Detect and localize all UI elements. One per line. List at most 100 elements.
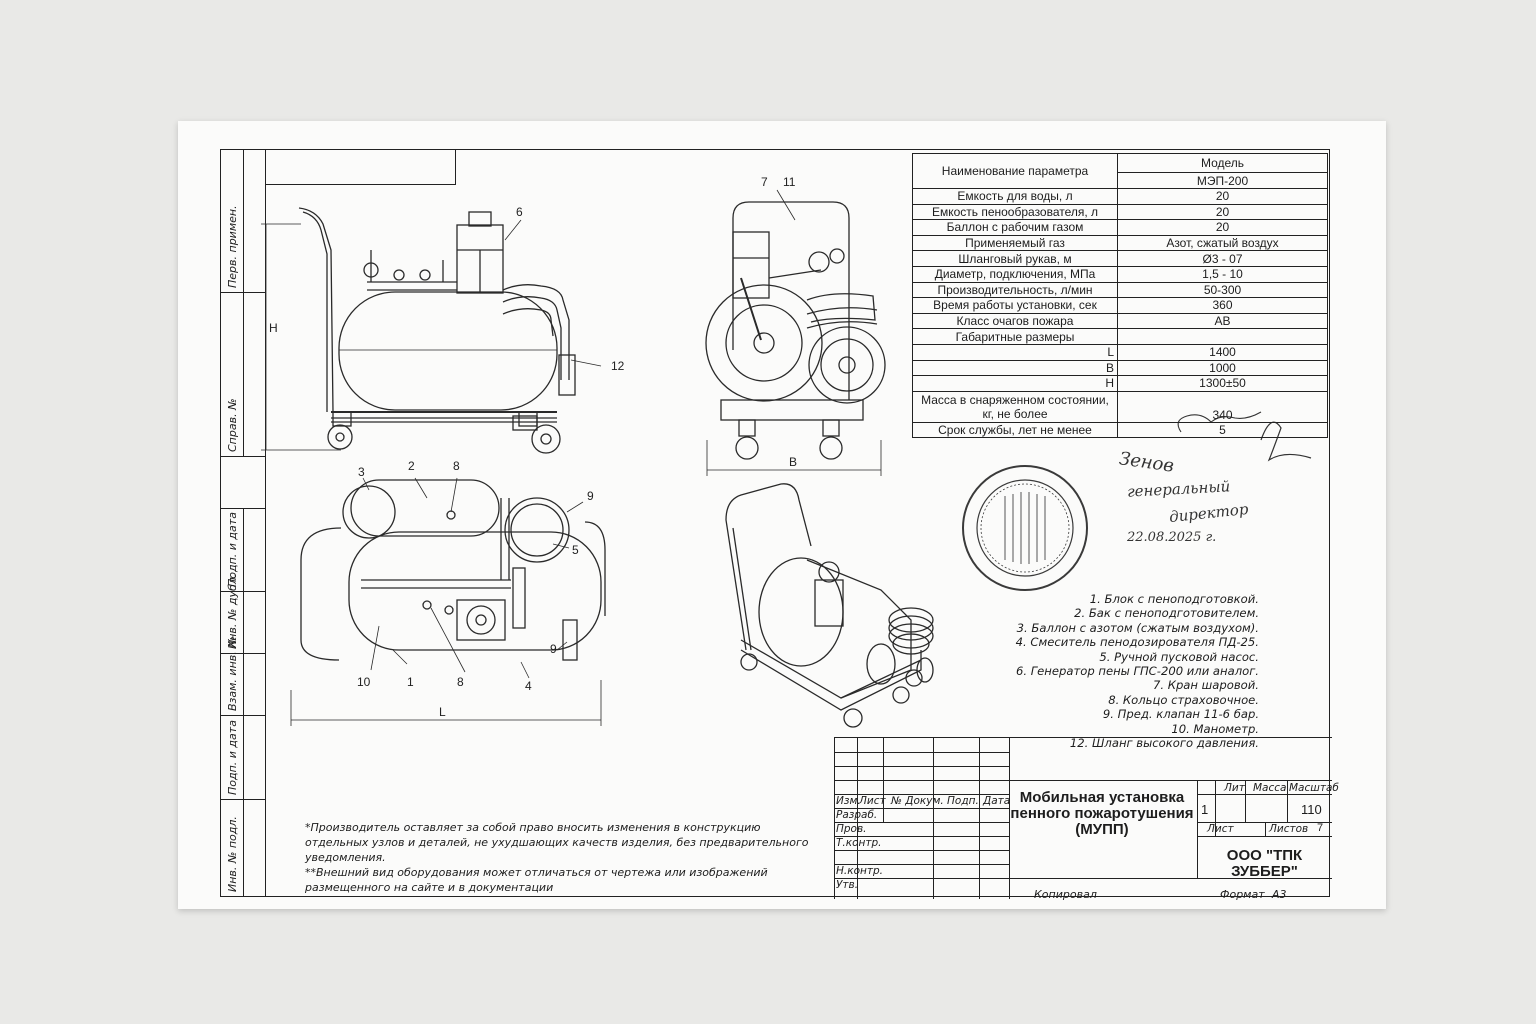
- spec-row-name: Класс очагов пожара: [912, 312, 1118, 330]
- note-2: **Внешний вид оборудования может отличат…: [305, 866, 768, 894]
- callout-number: 9: [550, 642, 557, 656]
- spec-row-name: Баллон с рабочим газом: [912, 219, 1118, 236]
- spec-row-value: 360: [1117, 297, 1328, 314]
- callout-number: 2: [408, 459, 415, 473]
- spec-mass-name: Масса в снаряженном состоянии, кг, не бо…: [912, 390, 1118, 423]
- spec-row-value: 20: [1117, 219, 1328, 236]
- callout-number: 5: [572, 543, 579, 557]
- format-value: А3: [1272, 888, 1287, 901]
- spec-row-value: 50-300: [1117, 281, 1328, 299]
- tb-lit-label: Лит: [1224, 782, 1245, 794]
- tb-mass-label: Масса: [1253, 782, 1287, 794]
- spec-row-value: 20: [1117, 188, 1328, 205]
- spec-row-name: Диаметр, подключения, МПа: [912, 265, 1118, 283]
- callout-number: 1: [407, 675, 414, 689]
- tb-role-label: Разраб.: [836, 809, 878, 821]
- technical-drawings: 6 12 H 7 11 B 3 2 8 9 5 9 4 10 1 8 L: [261, 175, 1312, 728]
- callout-number: 12: [611, 359, 625, 373]
- spec-row-name: Емкость для воды, л: [912, 188, 1118, 205]
- list-item: 1. Блок с пеноподготовкой.: [1089, 592, 1259, 606]
- spec-row-value: 1300±50: [1117, 375, 1328, 392]
- spec-row-name: Время работы установки, сек: [912, 297, 1118, 314]
- spec-dim-name: B: [912, 359, 1118, 377]
- tb-role-label: Т.контр.: [836, 837, 882, 849]
- drawing-frame: Перв. примен. Справ. № Подп. и дата Инв.…: [220, 149, 1339, 899]
- parts-list: 1. Блок с пеноподготовкой. 2. Бак с пено…: [1016, 592, 1259, 750]
- spec-service-value: 5: [1117, 421, 1328, 439]
- notes: *Производитель оставляет за собой право …: [305, 820, 825, 895]
- tb-col-label: Изм.: [836, 795, 861, 807]
- note-1: *Производитель оставляет за собой право …: [305, 821, 809, 864]
- spec-row-value: АВ: [1117, 312, 1328, 330]
- spec-row-name: Емкость пенообразователя, л: [912, 203, 1118, 221]
- list-item: 7. Кран шаровой.: [1152, 678, 1259, 693]
- callout-number: 10: [357, 675, 371, 689]
- spec-col1-header: Наименование параметра: [912, 153, 1118, 189]
- tb-scale-label: Масштаб: [1289, 782, 1339, 794]
- format-label: Формат: [1220, 888, 1265, 901]
- callout-number: 4: [525, 679, 532, 693]
- drawing-sheet: Перв. примен. Справ. № Подп. и дата Инв.…: [178, 121, 1386, 909]
- top-left-box: [265, 150, 456, 185]
- title-block: Изм. Лист № Докум. Подп. Дата Разраб. Пр…: [834, 737, 1339, 899]
- list-item: 3. Баллон с азотом (сжатым воздухом).: [1016, 620, 1259, 635]
- spec-table: Наименование параметра Модель МЭП-200 Ем…: [912, 152, 1328, 439]
- callout-number: 11: [783, 175, 796, 189]
- list-item: 10. Манометр.: [1171, 721, 1259, 736]
- spec-row-name: Шланговый рукав, м: [912, 250, 1118, 267]
- spec-row-name: Применяемый газ: [912, 234, 1118, 252]
- copied-label: Копировал: [1034, 888, 1097, 901]
- front-view: [261, 207, 602, 454]
- spec-row-value: [1117, 328, 1328, 345]
- document-title: Мобильная установка пенного пожаротушени…: [1010, 789, 1194, 838]
- spec-row-name: Производительность, л/мин: [912, 281, 1118, 299]
- dimension-label: B: [789, 455, 797, 469]
- tb-sheets-label: Листов: [1269, 823, 1309, 835]
- spec-row-value: Ø3 - 07: [1117, 250, 1328, 267]
- dimension-label: H: [269, 321, 278, 335]
- callout-number: 8: [453, 459, 460, 473]
- tb-role-label: Пров.: [836, 823, 867, 835]
- tb-lit-value: 1: [1201, 802, 1209, 817]
- isometric-view: [725, 483, 934, 728]
- spec-row-value: 1000: [1117, 359, 1328, 377]
- spec-service-name: Срок службы, лет не менее: [912, 421, 1118, 439]
- tb-role-label: Утв.: [836, 879, 859, 891]
- list-item: 8. Кольцо страховочное.: [1108, 692, 1259, 707]
- tb-role-label: Н.контр.: [836, 865, 883, 877]
- spec-row-value: Азот, сжатый воздух: [1117, 234, 1328, 252]
- spec-dim-name: H: [912, 375, 1118, 392]
- tb-col-label: Подп.: [947, 795, 979, 807]
- spec-dim-name: L: [912, 343, 1118, 361]
- spec-row-value: 1400: [1117, 343, 1328, 361]
- callout-number: 6: [516, 205, 523, 219]
- handwritten-date: 22.08.2025 г.: [1127, 530, 1217, 545]
- side-view: [705, 189, 886, 476]
- list-item: 6. Генератор пены ГПС-200 или аналог.: [1015, 664, 1259, 679]
- tb-col-label: Дата: [983, 795, 1011, 807]
- list-item: 9. Пред. клапан 11-6 бар.: [1102, 707, 1259, 722]
- callout-number: 7: [761, 175, 768, 189]
- callout-number: 9: [587, 489, 594, 503]
- spec-model: МЭП-200: [1117, 172, 1328, 189]
- spec-row-name: Габаритные размеры: [912, 328, 1118, 345]
- spec-col2-header: Модель: [1117, 152, 1328, 174]
- list-item: 4. Смеситель пенодозирователя ПД-25.: [1015, 635, 1259, 650]
- side-strip: Перв. примен. Справ. № Подп. и дата Инв.…: [221, 150, 266, 896]
- callout-number: 3: [358, 465, 365, 479]
- company-stamp: [962, 465, 1088, 591]
- list-item: 5. Ручной пусковой насос.: [1099, 649, 1259, 664]
- list-item: 12. Шланг высокого давления.: [1069, 736, 1259, 751]
- dimension-label: L: [439, 705, 446, 719]
- spec-row-value: 1,5 - 10: [1117, 265, 1328, 283]
- spec-mass-value: 340: [1117, 390, 1328, 423]
- tb-sheet-label: Лист: [1207, 823, 1234, 835]
- tb-sheets-value: 7: [1317, 822, 1324, 834]
- plan-view: [290, 477, 606, 726]
- callout-number: 8: [457, 675, 464, 689]
- spec-row-value: 20: [1117, 203, 1328, 221]
- list-item: 2. Бак с пеноподготовителем.: [1074, 606, 1259, 621]
- company-name: ООО "ТПК ЗУББЕР": [1226, 847, 1303, 880]
- tb-col-label: Лист: [859, 795, 886, 807]
- tb-scale-value: 110: [1301, 802, 1322, 817]
